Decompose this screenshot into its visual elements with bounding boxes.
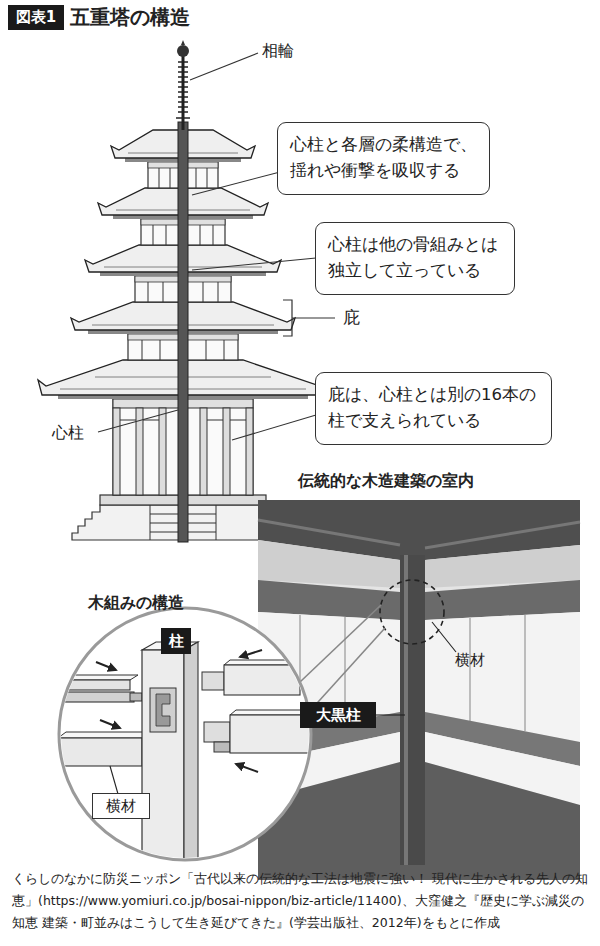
motion-arrow [96, 662, 116, 670]
part-label: 横材 [455, 651, 485, 669]
pagoda-post [113, 408, 120, 495]
panel-heading: 伝統的な木造建築の室内 [298, 471, 474, 490]
beam [62, 692, 134, 702]
pagoda-post [246, 408, 253, 495]
source-caption: くらしのなかに防災ニッポン「古代以来の伝統的な工法は地震に強い！ 現代に生かされ… [12, 868, 592, 934]
motion-arrow [236, 764, 258, 772]
callout-box: 心柱と各層の柔構造で、 揺れや衝撃を吸収する [277, 122, 490, 195]
motion-arrow [240, 650, 262, 657]
post-highlight [404, 555, 408, 865]
callout-box: 庇は、心柱とは別の16本の 柱で支えられている [315, 372, 552, 445]
zoom-line [300, 605, 381, 682]
tenon [130, 693, 142, 701]
interior-wall [258, 540, 400, 588]
beam [58, 738, 142, 766]
leader-line [190, 53, 258, 80]
part-tag: 大黒柱 [300, 702, 376, 728]
pagoda-post [159, 408, 166, 495]
spire-tip [181, 40, 185, 45]
part-tag: 柱 [161, 628, 191, 654]
motion-arrow [100, 720, 120, 728]
joint-detail [58, 642, 316, 890]
leader-line [232, 415, 316, 440]
leader-line [376, 714, 405, 715]
leader-line [110, 766, 118, 794]
tenon [204, 722, 230, 742]
bracket [283, 300, 335, 336]
zoom-line [309, 628, 385, 712]
pagoda-post [223, 408, 230, 495]
box-text: 庇は、心柱とは別の16本の 柱で支えられている [328, 382, 539, 435]
part-label: 相輪 [262, 41, 294, 60]
interior-panel [258, 500, 580, 880]
box-text: 心柱は他の骨組みとは 独立して立っている [328, 232, 502, 285]
leader-line [98, 410, 178, 432]
central-post [400, 555, 425, 865]
box-text: 大黒柱 [316, 706, 361, 725]
central-pillar [178, 122, 188, 542]
spire-rings [176, 62, 190, 118]
part-label: 心柱 [52, 423, 84, 442]
callout-box: 心柱は他の骨組みとは 独立して立っている [315, 222, 515, 295]
part-tag: 横材 [92, 793, 150, 819]
mortise-hole [156, 694, 170, 726]
box-text: 心柱と各層の柔構造で、 揺れや衝撃を吸収する [290, 132, 477, 185]
pillar-side [184, 642, 198, 890]
leader-line [192, 172, 280, 195]
box-text: 横材 [106, 797, 136, 816]
zoom-circle [59, 608, 311, 860]
beam-top [58, 732, 150, 738]
spire-finial [177, 45, 189, 57]
tenon [214, 742, 230, 752]
beam [230, 715, 310, 753]
part-label: 庇 [343, 307, 360, 327]
figure-tag: 図表1 [8, 5, 64, 30]
beam-top [224, 660, 306, 665]
ceiling-beam [258, 520, 580, 548]
beam [224, 665, 300, 695]
focus-circle [380, 580, 444, 644]
leader-line [432, 622, 456, 652]
pagoda-post [200, 408, 207, 495]
interior-wall [425, 545, 580, 588]
panel-heading: 木組みの構造 [88, 593, 184, 612]
tenon [202, 672, 224, 690]
beam [62, 680, 130, 690]
leader-line [192, 258, 316, 270]
mortise [150, 688, 176, 732]
box-text: 柱 [169, 632, 184, 651]
box-text: 図表1 [16, 8, 56, 27]
figure-title: 五重塔の構造 [70, 5, 190, 29]
